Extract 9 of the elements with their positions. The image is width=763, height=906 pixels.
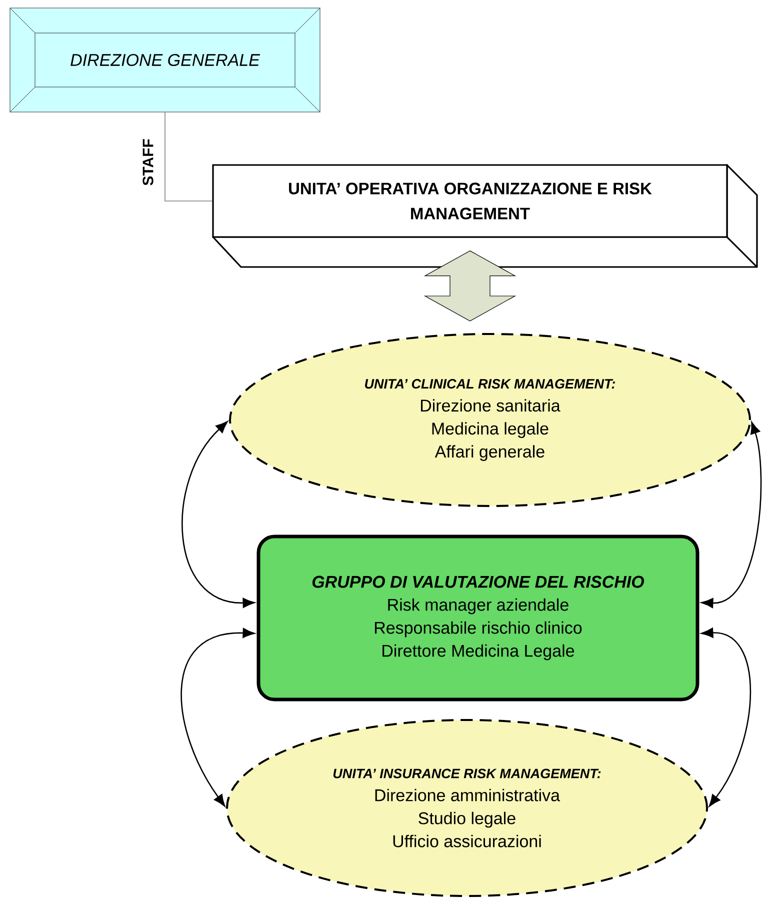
group-box: GRUPPO DI VALUTAZIONE DEL RISCHIO Risk manager aziendale Responsabile rischio clinico Direttore Medicina Legale [256, 534, 700, 702]
frame-box: DIREZIONE GENERALE [10, 8, 320, 112]
block-box: UNITA’ OPERATIVA ORGANIZZAZIONE E RISK MANAGEMENT [212, 164, 758, 268]
connector-line [164, 112, 213, 202]
edge-label: STAFF [142, 138, 154, 187]
curved-arrow [701, 422, 762, 608]
curved-arrow [180, 628, 255, 807]
curved-arrow [701, 628, 752, 807]
curved-arrow [182, 421, 255, 608]
